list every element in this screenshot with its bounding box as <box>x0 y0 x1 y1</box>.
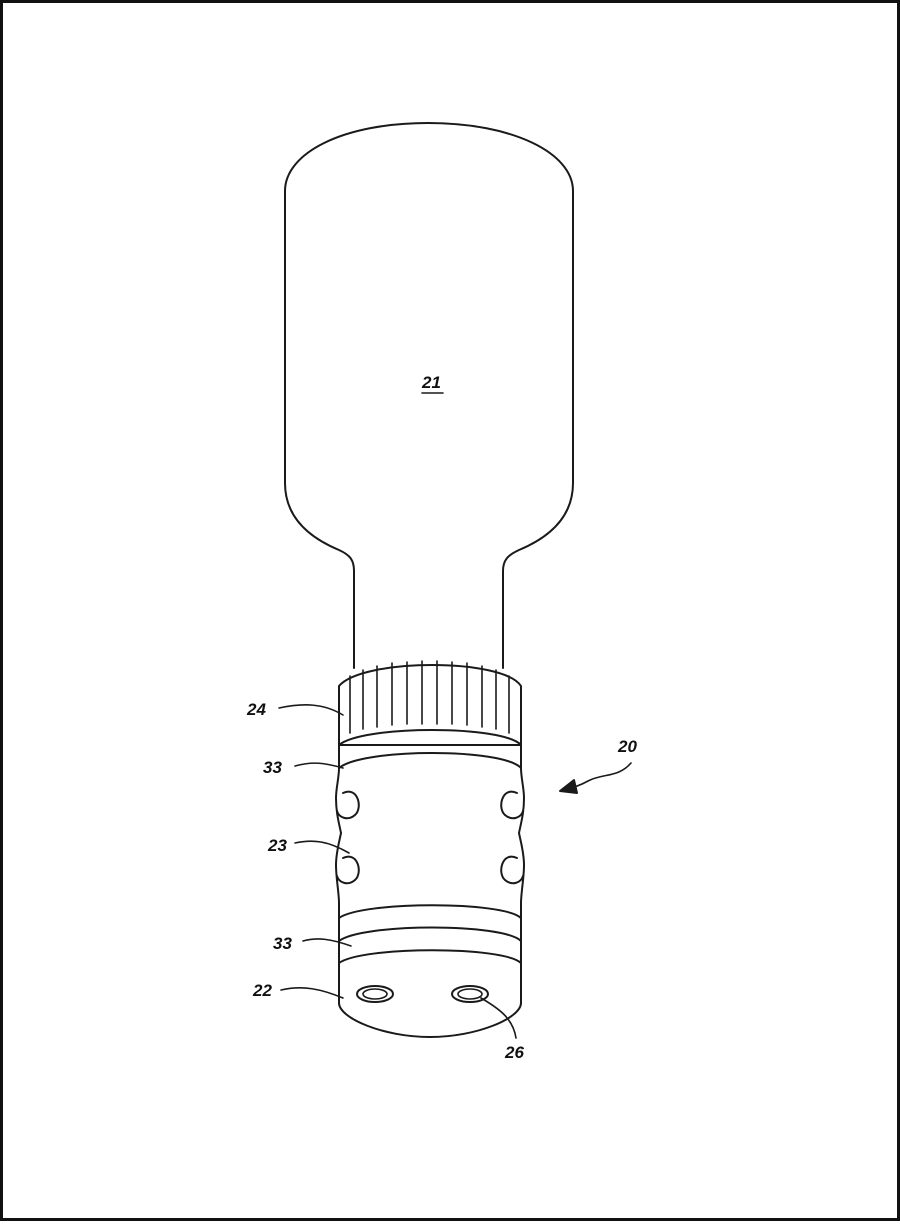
label-33-lower: 33 <box>273 934 292 953</box>
lower-ring-bottom <box>338 949 522 964</box>
cap-bottom-curve <box>338 729 522 746</box>
cap-knurl-ribs <box>349 660 510 734</box>
cap-outline <box>338 664 522 746</box>
leader-33-lower <box>302 938 352 947</box>
upper-ring-curve <box>338 752 522 769</box>
tip-ports <box>356 985 489 1003</box>
port-left-inner <box>362 988 388 1000</box>
tip-bottom <box>338 1002 522 1038</box>
right-grip-notch-lower <box>500 855 524 885</box>
label-22: 22 <box>252 981 272 1000</box>
leader-24 <box>278 704 344 716</box>
bottle-body <box>284 122 574 669</box>
patent-drawing: 21 24 20 33 23 33 22 26 <box>246 122 637 1062</box>
leader-22 <box>280 987 344 999</box>
left-grip-notch-upper <box>336 790 360 820</box>
label-33-upper: 33 <box>263 758 282 777</box>
leader-lines <box>278 704 632 1039</box>
port-right-outer <box>451 985 489 1003</box>
lower-ring-top <box>338 904 522 919</box>
port-right-inner <box>457 988 483 1000</box>
reference-numerals: 21 24 20 33 23 33 22 26 <box>246 373 637 1062</box>
leader-23 <box>294 840 350 854</box>
right-grip-notch-upper <box>500 790 524 820</box>
leader-33-upper <box>294 762 344 769</box>
lower-ring-mid <box>338 926 522 942</box>
label-26: 26 <box>504 1043 524 1062</box>
label-24: 24 <box>246 700 266 719</box>
adapter-body <box>335 744 525 1038</box>
leader-26 <box>480 997 517 1039</box>
label-21: 21 <box>421 373 441 392</box>
left-grip-notch-lower <box>336 855 360 885</box>
label-20: 20 <box>617 737 637 756</box>
label-23: 23 <box>267 836 287 855</box>
port-left-outer <box>356 985 394 1003</box>
arrowhead-20 <box>559 779 578 794</box>
